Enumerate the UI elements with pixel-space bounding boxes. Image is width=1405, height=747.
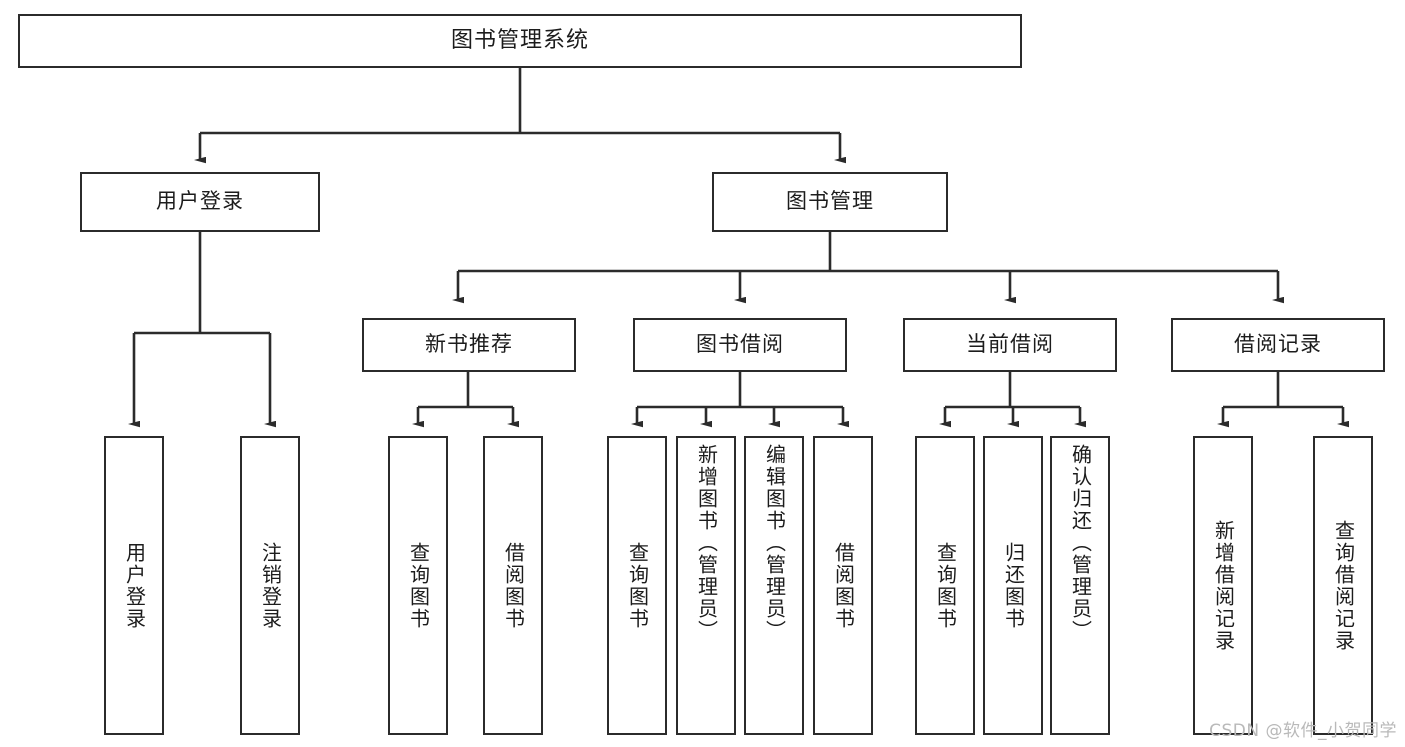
leaf-current-query-book[interactable]: 查询图书	[915, 436, 975, 735]
node-label: 编辑图书（管理员）	[762, 444, 787, 642]
node-user-login[interactable]: 用户登录	[80, 172, 320, 232]
leaf-current-confirm-return-admin[interactable]: 确认归还（管理员）	[1050, 436, 1110, 735]
node-label: 确认归还（管理员）	[1068, 444, 1093, 642]
leaf-record-add-record[interactable]: 新增借阅记录	[1193, 436, 1253, 735]
leaf-recommend-query-book[interactable]: 查询图书	[388, 436, 448, 735]
node-label: 归还图书	[1001, 541, 1026, 630]
node-label: 用户登录	[156, 189, 244, 214]
node-label: 查询借阅记录	[1331, 519, 1356, 652]
node-label: 借阅图书	[831, 541, 856, 630]
leaf-borrow-query-book[interactable]: 查询图书	[607, 436, 667, 735]
node-current-borrow[interactable]: 当前借阅	[903, 318, 1117, 372]
node-label: 图书管理	[786, 189, 874, 214]
node-label: 用户登录	[122, 541, 147, 630]
leaf-record-query-record[interactable]: 查询借阅记录	[1313, 436, 1373, 735]
node-label: 查询图书	[933, 541, 958, 630]
leaf-current-return-book[interactable]: 归还图书	[983, 436, 1043, 735]
leaf-recommend-borrow-book[interactable]: 借阅图书	[483, 436, 543, 735]
node-book-management[interactable]: 图书管理	[712, 172, 948, 232]
leaf-user-login-logout[interactable]: 注销登录	[240, 436, 300, 735]
node-label: 查询图书	[625, 541, 650, 630]
watermark-text: CSDN @软件_小贺同学	[1209, 721, 1397, 741]
node-book-borrow[interactable]: 图书借阅	[633, 318, 847, 372]
node-label: 查询图书	[406, 541, 431, 630]
node-borrow-record[interactable]: 借阅记录	[1171, 318, 1385, 372]
leaf-user-login-login[interactable]: 用户登录	[104, 436, 164, 735]
node-label: 新增图书（管理员）	[694, 444, 719, 642]
node-new-book-recommend[interactable]: 新书推荐	[362, 318, 576, 372]
node-label: 借阅记录	[1234, 332, 1322, 357]
node-label: 新增借阅记录	[1211, 519, 1236, 652]
leaf-borrow-add-book-admin[interactable]: 新增图书（管理员）	[676, 436, 736, 735]
leaf-borrow-borrow-book[interactable]: 借阅图书	[813, 436, 873, 735]
node-label: 当前借阅	[966, 332, 1054, 357]
leaf-borrow-edit-book-admin[interactable]: 编辑图书（管理员）	[744, 436, 804, 735]
node-label: 图书借阅	[696, 332, 784, 357]
node-root-system[interactable]: 图书管理系统	[18, 14, 1022, 68]
node-label: 图书管理系统	[450, 27, 589, 53]
node-label: 借阅图书	[501, 541, 526, 630]
node-label: 新书推荐	[425, 332, 513, 357]
node-label: 注销登录	[258, 541, 283, 630]
